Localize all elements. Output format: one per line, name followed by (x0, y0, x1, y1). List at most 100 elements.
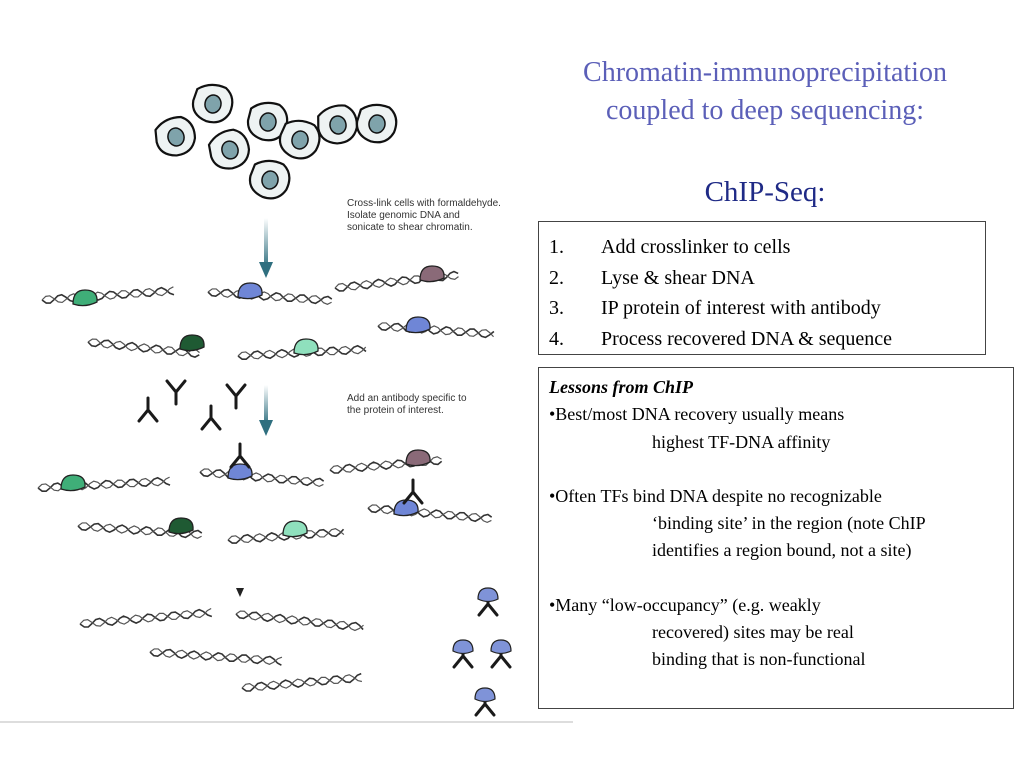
cell-nucleus (204, 94, 222, 114)
cell (154, 115, 197, 157)
protein-blob (419, 265, 445, 283)
dna-backbone (235, 610, 364, 632)
dna-strand (377, 322, 495, 339)
protein-blob (405, 316, 431, 334)
lessons-box: Lessons from ChIP •Best/most DNA recover… (538, 367, 1014, 709)
lesson-item: •Best/most DNA recovery usually means hi… (549, 401, 1013, 456)
dna-strand (149, 648, 283, 666)
protein-blob (237, 282, 263, 300)
step-item: 1. Add crosslinker to cells (549, 232, 985, 263)
lesson-text: •Many “low-occupancy” (e.g. weakly (549, 594, 821, 615)
dna-backbone (367, 505, 493, 523)
antibody-icon (225, 383, 247, 410)
dna-backbone (79, 607, 212, 627)
dna-strand (207, 288, 333, 305)
cell-nucleus (221, 140, 239, 160)
cell (355, 103, 398, 144)
lesson-text-cont: ‘binding site’ in the region (note ChIP (652, 513, 926, 534)
step-text: Add crosslinker to cells (601, 236, 791, 258)
page-subtitle: ChIP-Seq: (704, 176, 826, 208)
antibody-icon (137, 396, 159, 423)
dna-backbone (329, 456, 442, 473)
dna-backbone (207, 288, 333, 305)
antibody-icon (474, 687, 496, 717)
process-arrow-2-head (259, 420, 273, 436)
step-item: 3. IP protein of interest with antibody (549, 293, 985, 324)
lesson-text: •Often TFs bind DNA despite no recogniza… (549, 485, 882, 506)
dna-strand (235, 610, 364, 632)
process-arrow-2 (264, 385, 268, 425)
step-text: Lyse & shear DNA (601, 266, 755, 289)
dna-backbone (87, 338, 200, 357)
antibody-icon (402, 478, 424, 505)
protein-blob (72, 289, 98, 307)
proteins-group (60, 265, 445, 538)
dna-backbone (41, 286, 174, 304)
step-number: 3. (549, 297, 564, 319)
steps-list: 1. Add crosslinker to cells 2. Lyse & sh… (538, 221, 986, 355)
lessons-heading: Lessons from ChIP (549, 377, 694, 397)
antibodies-group (137, 379, 512, 717)
antibody-icon (229, 442, 251, 469)
cell-nucleus (368, 114, 386, 134)
dna-backbone (207, 288, 332, 305)
dna-strand (79, 607, 213, 628)
antibody-arms (137, 396, 159, 423)
dna-strand (241, 672, 363, 692)
dna-backbone (149, 648, 282, 666)
dna-backbone (41, 286, 175, 304)
step-number: 1. (549, 236, 564, 258)
chip-seq-figure (0, 83, 573, 723)
page-title-line-2: coupled to deep sequencing: (605, 95, 924, 126)
step-number: 4. (549, 327, 564, 350)
dna-backbone (149, 648, 283, 665)
dna-backbone (377, 322, 494, 338)
protein-blob (179, 334, 205, 352)
dna-backbone (241, 674, 363, 691)
dna-strand (41, 286, 175, 304)
process-arrow-1 (264, 218, 268, 268)
antibody-bound-protein (477, 587, 499, 603)
antibody-icon (477, 587, 499, 617)
dna-backbone (367, 504, 492, 524)
dna-strand (37, 476, 171, 493)
cell-nucleus (291, 130, 309, 150)
protein-blob (393, 499, 419, 517)
antibody-icon (490, 639, 512, 669)
antibody-arms (225, 383, 247, 410)
lesson-item: •Often TFs bind DNA despite no recogniza… (549, 483, 1013, 565)
cell (207, 128, 251, 170)
lesson-text-cont: recovered) sites may be real (652, 622, 854, 643)
dna-backbone (77, 522, 203, 539)
antibody-icon (452, 639, 474, 669)
dna-backbone (227, 528, 345, 544)
cell (278, 119, 321, 160)
dna-backbone (241, 672, 362, 692)
lesson-text-cont: highest TF-DNA affinity (652, 431, 831, 452)
cell (191, 83, 234, 124)
lesson-item: •Many “low-occupancy” (e.g. weakly recov… (549, 592, 1013, 674)
lesson-text-cont: binding that is non-functional (652, 649, 866, 670)
dna-backbone (199, 468, 324, 488)
process-arrow-3-head (236, 588, 244, 597)
antibody-arms (200, 404, 222, 431)
dna-backbone (37, 476, 171, 493)
protein-blob (293, 338, 319, 356)
cell (246, 101, 289, 142)
antibody-icon (165, 379, 187, 406)
step-text: IP protein of interest with antibody (601, 297, 881, 319)
dna-backbone (79, 608, 213, 628)
dna-group (37, 270, 495, 692)
cell-nucleus (259, 112, 277, 132)
cell (317, 104, 358, 145)
cell-nucleus (261, 170, 279, 190)
cell (248, 159, 291, 200)
antibody-bound-protein (452, 639, 474, 655)
dna-backbone (199, 469, 325, 487)
antibody-arms (229, 442, 251, 469)
process-arrow-1-head (259, 262, 273, 278)
antibody-bound-protein (474, 687, 496, 703)
antibody-icon (200, 404, 222, 431)
protein-blob (405, 449, 431, 467)
protein-blob (168, 517, 194, 535)
